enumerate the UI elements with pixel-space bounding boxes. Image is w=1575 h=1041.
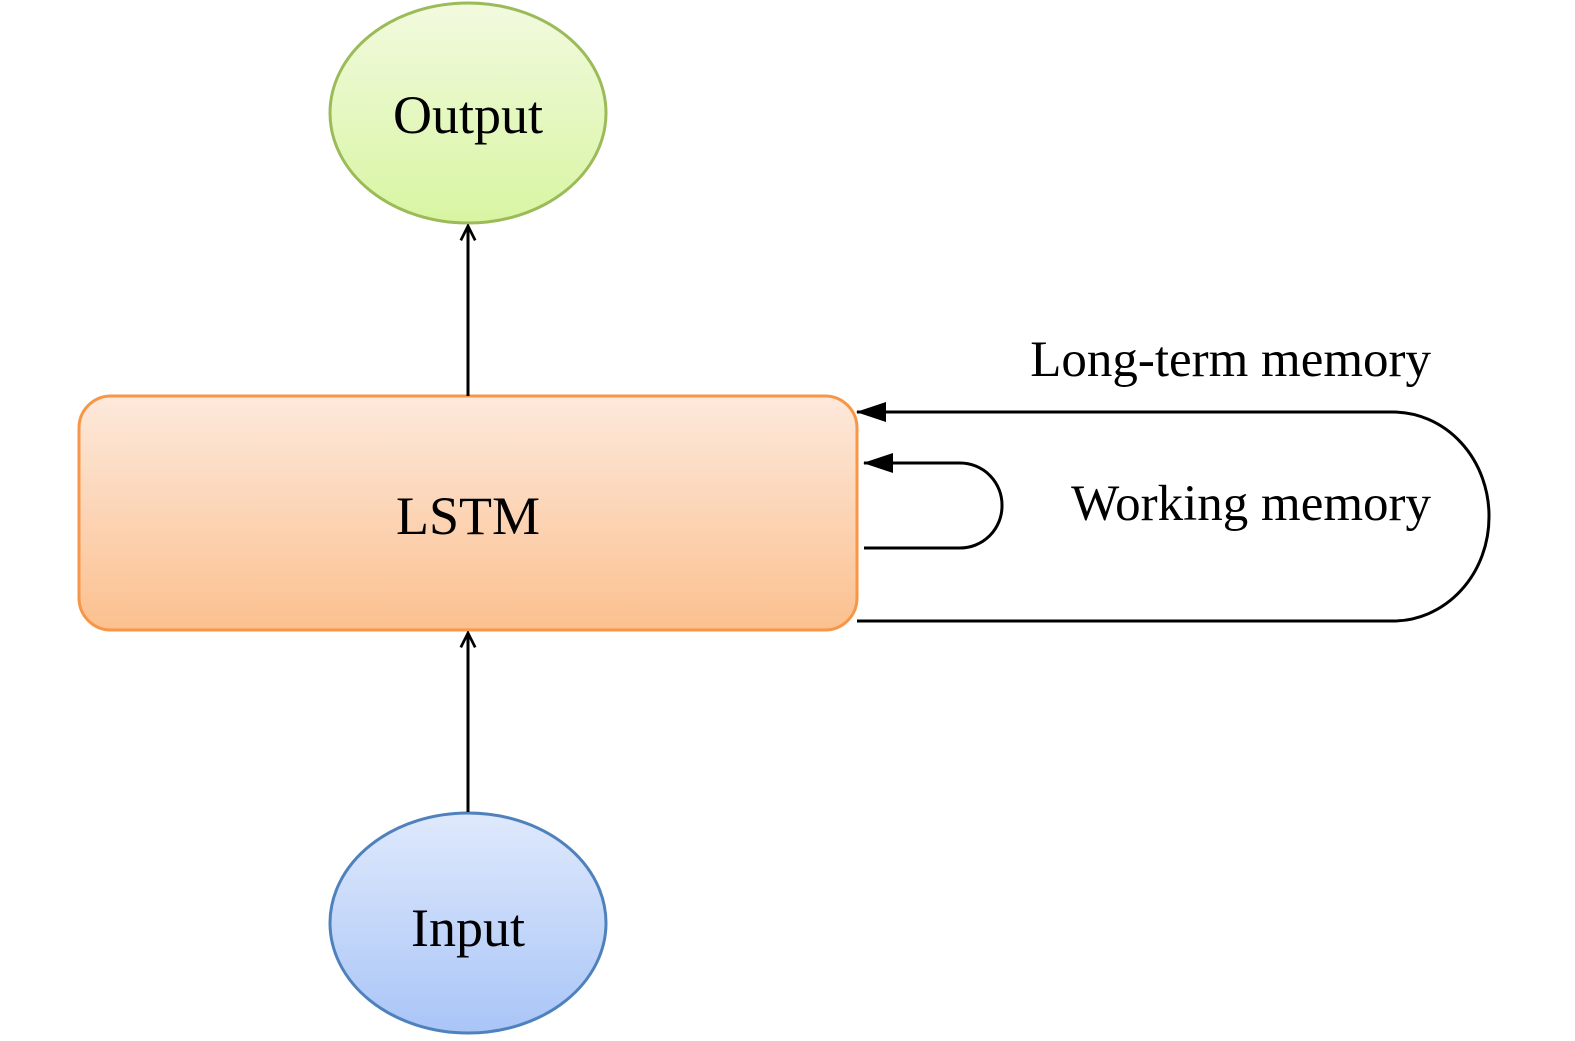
output-label: Output xyxy=(393,85,543,145)
working-memory-label: Working memory xyxy=(1071,476,1431,532)
long-term-memory-label: Long-term memory xyxy=(1030,332,1431,388)
output-node: Output xyxy=(328,1,608,225)
long-term-memory-loop xyxy=(856,402,1491,623)
lstm-label: LSTM xyxy=(396,486,540,546)
input-ellipse xyxy=(328,811,608,1035)
working-memory-loop xyxy=(863,453,1004,550)
input-label: Input xyxy=(411,898,525,958)
output-ellipse xyxy=(328,1,608,225)
lstm-node: LSTM xyxy=(77,394,859,632)
input-node: Input xyxy=(328,811,608,1035)
